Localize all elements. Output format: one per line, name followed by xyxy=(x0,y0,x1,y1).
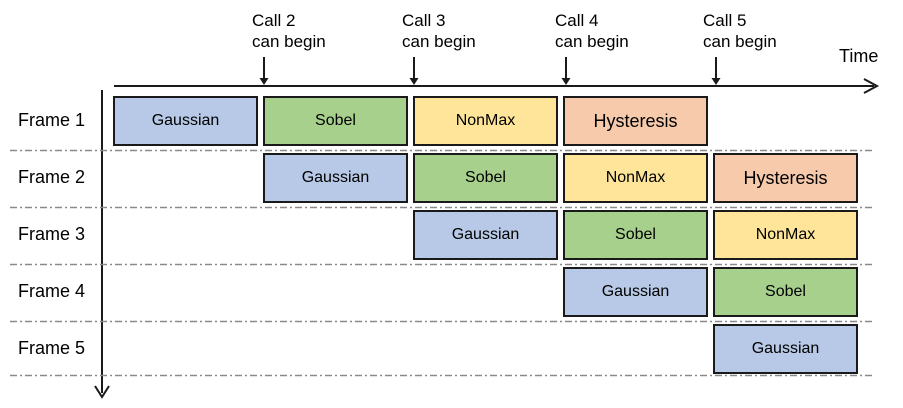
call-annotation-line1: Call 3 xyxy=(402,11,446,30)
frame-label-1: Frame 1 xyxy=(18,110,86,130)
call-annotation-line1: Call 4 xyxy=(555,11,599,30)
stage-block-gaussian: Gaussian xyxy=(713,324,858,374)
frame-label-5: Frame 5 xyxy=(18,338,86,358)
call-4-arrow-icon xyxy=(561,57,571,85)
frame-axis-arrowhead-icon xyxy=(94,385,110,399)
call-2-arrow-icon xyxy=(259,57,269,85)
call-annotation-line2: can begin xyxy=(402,32,476,51)
stage-block-sobel: Sobel xyxy=(563,210,708,260)
call-annotation-line2: can begin xyxy=(703,32,777,51)
call-annotation-line1: Call 2 xyxy=(252,11,296,30)
stage-block-sobel: Sobel xyxy=(263,96,408,146)
time-axis-label: Time xyxy=(839,46,879,66)
call-annotation-2: Call 2 can begin xyxy=(252,10,326,52)
stage-block-nonmax: NonMax xyxy=(713,210,858,260)
stage-block-gaussian: Gaussian xyxy=(563,267,708,317)
call-annotation-4: Call 4 can begin xyxy=(555,10,629,52)
call-annotation-3: Call 3 can begin xyxy=(402,10,476,52)
call-5-arrow-icon xyxy=(711,57,721,85)
stage-block-hysteresis: Hysteresis xyxy=(563,96,708,146)
stage-block-hysteresis: Hysteresis xyxy=(713,153,858,203)
time-axis-arrowhead-icon xyxy=(863,78,880,94)
call-annotation-line1: Call 5 xyxy=(703,11,747,30)
stage-block-gaussian: Gaussian xyxy=(413,210,558,260)
stage-block-gaussian: Gaussian xyxy=(113,96,258,146)
stage-block-sobel: Sobel xyxy=(713,267,858,317)
frame-label-2: Frame 2 xyxy=(18,167,86,187)
stage-block-sobel: Sobel xyxy=(413,153,558,203)
frame-label-3: Frame 3 xyxy=(18,224,86,244)
stage-block-gaussian: Gaussian xyxy=(263,153,408,203)
frame-label-4: Frame 4 xyxy=(18,281,86,301)
call-annotation-line2: can begin xyxy=(555,32,629,51)
stage-block-nonmax: NonMax xyxy=(413,96,558,146)
call-annotation-5: Call 5 can begin xyxy=(703,10,777,52)
stage-block-nonmax: NonMax xyxy=(563,153,708,203)
call-annotation-line2: can begin xyxy=(252,32,326,51)
call-3-arrow-icon xyxy=(409,57,419,85)
